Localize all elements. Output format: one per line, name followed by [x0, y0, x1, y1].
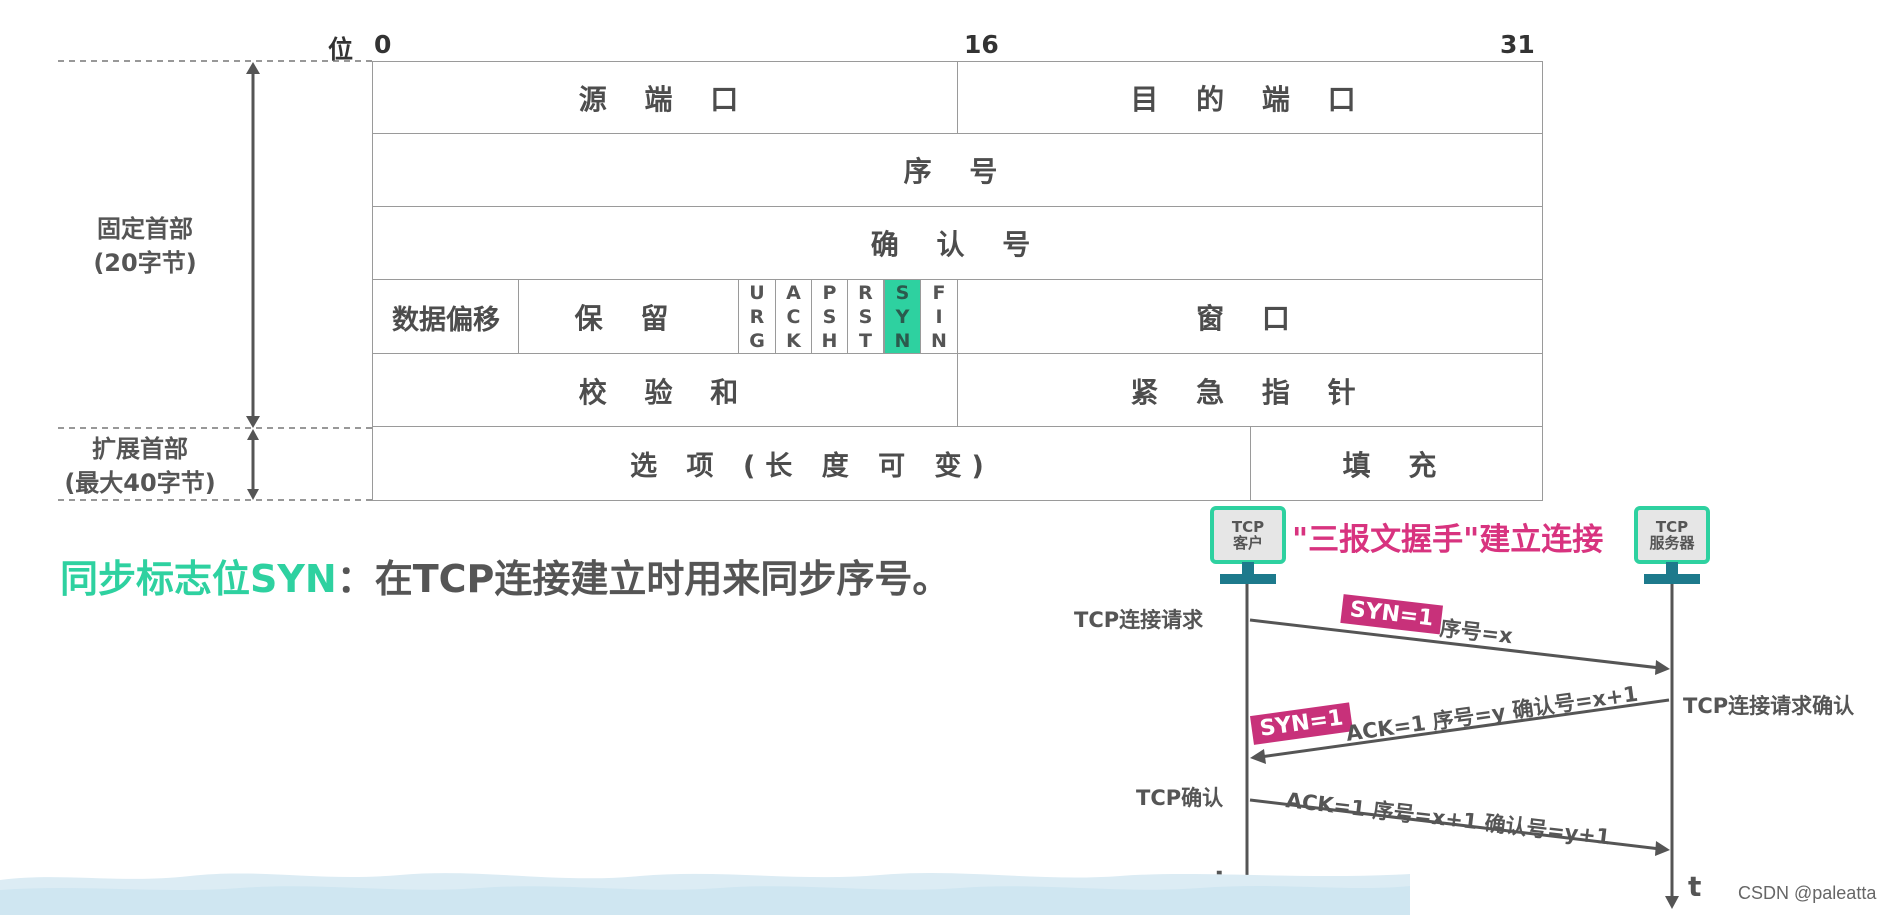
server-time-label: t — [1688, 870, 1701, 903]
label-connection-request-ack: TCP连接请求确认 — [1683, 690, 1854, 720]
label-tcp-confirm: TCP确认 — [1136, 782, 1223, 812]
msg2-arrow-head — [1250, 749, 1266, 764]
msg3-arrow-head — [1655, 841, 1670, 856]
msg1-arrow-head — [1655, 660, 1670, 675]
watermark: CSDN @paleatta — [1738, 883, 1876, 904]
decorative-water-band — [0, 866, 1410, 915]
label-connection-request: TCP连接请求 — [1074, 604, 1203, 634]
server-timeline-head — [1665, 896, 1679, 909]
